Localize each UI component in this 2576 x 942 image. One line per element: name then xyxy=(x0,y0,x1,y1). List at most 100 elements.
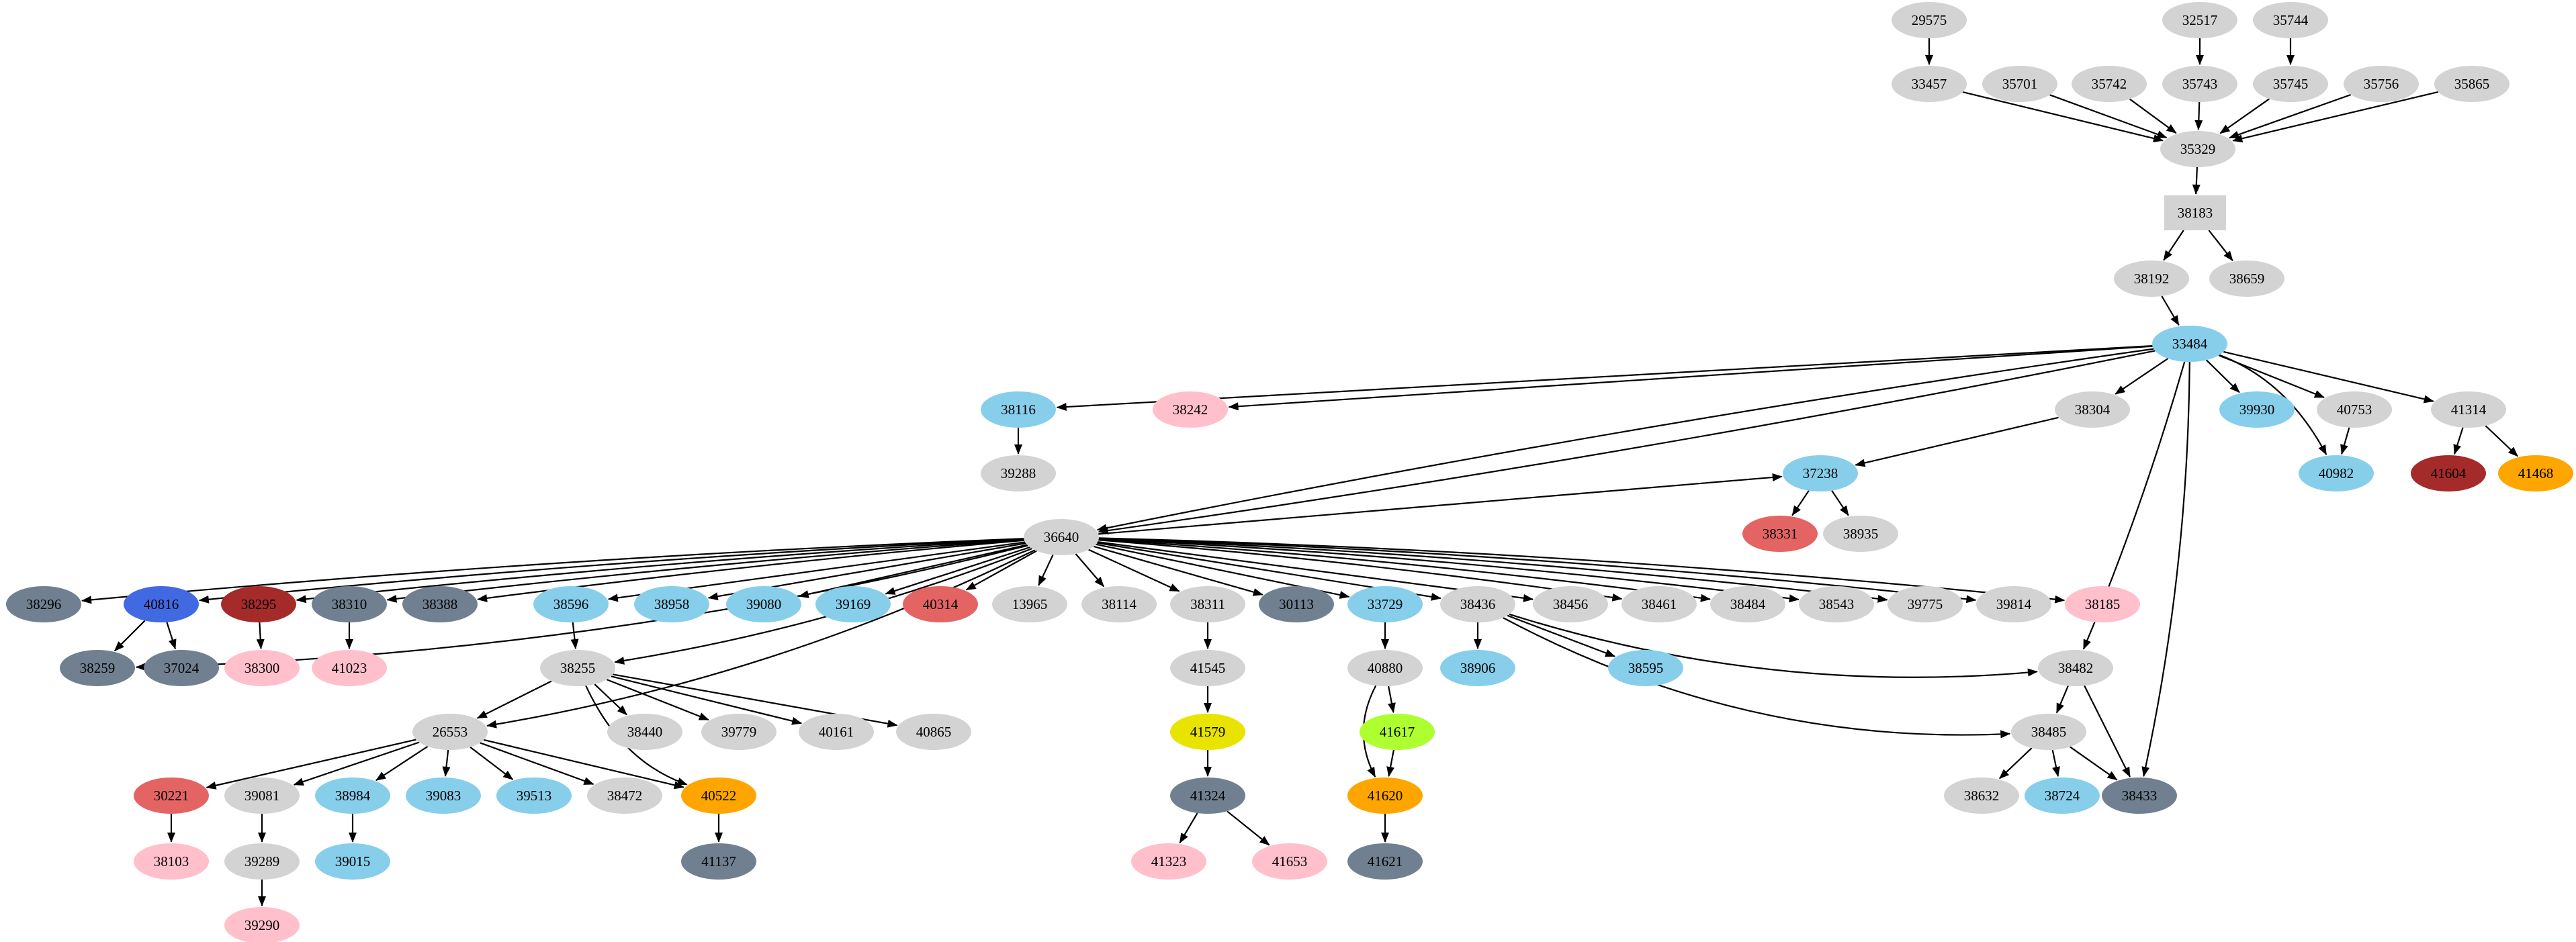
graph-node-38596: 38596 xyxy=(533,586,609,622)
node-ellipse-shape xyxy=(533,586,609,622)
node-ellipse-shape xyxy=(587,778,662,814)
node-ellipse-shape xyxy=(144,650,219,686)
graph-node-38543: 38543 xyxy=(1799,586,1874,622)
graph-edge-35756-35329 xyxy=(2229,93,2352,139)
node-ellipse-shape xyxy=(1799,586,1874,622)
graph-node-38436: 38436 xyxy=(1440,586,1515,622)
graph-node-38114: 38114 xyxy=(1081,586,1157,622)
graph-node-38192: 38192 xyxy=(2114,261,2189,297)
graph-edge-36640-38295 xyxy=(296,538,1024,604)
graph-node-41545: 41545 xyxy=(1170,650,1245,686)
edges-layer xyxy=(81,38,2518,906)
node-ellipse-shape xyxy=(981,391,1056,428)
graph-node-38296: 38296 xyxy=(6,586,81,622)
graph-edge-35865-35329 xyxy=(2232,91,2439,143)
graph-node-38595: 38595 xyxy=(1608,650,1683,686)
graph-node-38304: 38304 xyxy=(2055,391,2130,428)
graph-edge-36640-39169 xyxy=(885,546,1030,595)
node-ellipse-shape xyxy=(2253,66,2328,102)
node-ellipse-shape xyxy=(2160,131,2235,167)
graph-node-33729: 33729 xyxy=(1347,586,1423,622)
node-ellipse-shape xyxy=(1887,586,1963,622)
graph-node-40865: 40865 xyxy=(896,714,971,750)
graph-node-39779: 39779 xyxy=(701,714,776,750)
graph-node-13965: 13965 xyxy=(992,586,1067,622)
node-ellipse-shape xyxy=(312,586,387,622)
graph-edge-41324-41653 xyxy=(1227,810,1270,846)
graph-edge-38255-40522 xyxy=(585,685,688,786)
graph-node-39169: 39169 xyxy=(815,586,891,622)
graph-node-41323: 41323 xyxy=(1131,843,1206,880)
graph-edge-38436-38485 xyxy=(1503,617,2011,739)
node-ellipse-shape xyxy=(2209,261,2284,297)
graph-node-33484: 33484 xyxy=(2152,326,2227,362)
node-ellipse-shape xyxy=(496,778,572,814)
node-ellipse-shape xyxy=(134,843,209,880)
node-ellipse-shape xyxy=(981,455,1056,491)
graph-edge-38295-38300 xyxy=(256,622,265,649)
graph-node-38958: 38958 xyxy=(634,586,709,622)
node-ellipse-shape xyxy=(1347,843,1423,880)
graph-node-30221: 30221 xyxy=(134,778,209,814)
node-ellipse-shape xyxy=(124,586,199,622)
graph-node-41579: 41579 xyxy=(1170,714,1245,750)
node-ellipse-shape xyxy=(1259,586,1334,622)
node-ellipse-shape xyxy=(726,586,801,622)
graph-node-39083: 39083 xyxy=(406,778,481,814)
graph-node-37238: 37238 xyxy=(1783,455,1858,491)
node-ellipse-shape xyxy=(815,586,891,622)
node-ellipse-shape xyxy=(2102,778,2177,814)
node-ellipse-shape xyxy=(1170,650,1245,686)
graph-edge-33484-38116 xyxy=(1056,345,2153,412)
node-ellipse-shape xyxy=(1081,586,1157,622)
graph-edge-36640-39080 xyxy=(798,544,1028,598)
graph-node-38300: 38300 xyxy=(224,650,300,686)
node-ellipse-shape xyxy=(2411,455,2486,491)
node-ellipse-shape xyxy=(2072,66,2147,102)
node-ellipse-shape xyxy=(1742,516,1818,552)
node-ellipse-shape xyxy=(1170,778,1245,814)
graph-node-38724: 38724 xyxy=(2025,778,2100,814)
graph-node-41604: 41604 xyxy=(2411,455,2486,491)
graph-node-39775: 39775 xyxy=(1887,586,1963,622)
graph-edge-33457-35329 xyxy=(1962,91,2164,142)
graph-edge-26553-30221 xyxy=(206,739,416,790)
graph-edge-41324-41323 xyxy=(1179,812,1198,844)
graph-edge-38485-38724 xyxy=(2051,749,2060,778)
graph-node-39081: 39081 xyxy=(224,778,300,814)
node-ellipse-shape xyxy=(1944,778,2019,814)
node-ellipse-shape xyxy=(2253,2,2328,38)
graph-edge-36640-30113 xyxy=(1093,545,1263,596)
graph-node-38116: 38116 xyxy=(981,391,1056,428)
graph-edge-38255-38440 xyxy=(594,684,627,716)
graph-edge-37238-38331 xyxy=(1791,490,1810,516)
graph-node-39814: 39814 xyxy=(1976,586,2051,622)
node-ellipse-shape xyxy=(1976,586,2051,622)
graph-edge-38255-40161 xyxy=(611,675,803,725)
node-ellipse-shape xyxy=(60,650,135,686)
graph-edge-26553-39513 xyxy=(470,746,514,780)
graph-node-40522: 40522 xyxy=(681,778,756,814)
graph-node-39288: 39288 xyxy=(981,455,1056,491)
graph-edge-38255-26553 xyxy=(476,680,552,719)
graph-edge-35742-35329 xyxy=(2129,98,2177,134)
graph-edge-35329-38183 xyxy=(2192,167,2201,195)
graph-edge-36640-38543 xyxy=(1098,538,1800,603)
graph-edge-38485-38632 xyxy=(1999,747,2033,780)
node-ellipse-shape xyxy=(2434,66,2510,102)
graph-node-35743: 35743 xyxy=(2162,66,2237,102)
graph-edge-38192-33484 xyxy=(2161,295,2180,326)
graph-node-38984: 38984 xyxy=(315,778,390,814)
graph-node-38388: 38388 xyxy=(402,586,478,622)
graph-edge-36640-26553 xyxy=(486,549,1036,728)
graph-edge-38436-38482 xyxy=(1509,613,2038,678)
node-ellipse-shape xyxy=(1347,650,1423,686)
graph-node-38935: 38935 xyxy=(1823,516,1898,552)
graph-edge-40753-40982 xyxy=(2340,427,2350,455)
graph-node-38242: 38242 xyxy=(1153,391,1228,428)
graph-node-40314: 40314 xyxy=(903,586,978,622)
node-ellipse-shape xyxy=(224,650,300,686)
node-ellipse-shape xyxy=(1783,455,1858,491)
graph-node-38311: 38311 xyxy=(1170,586,1245,622)
